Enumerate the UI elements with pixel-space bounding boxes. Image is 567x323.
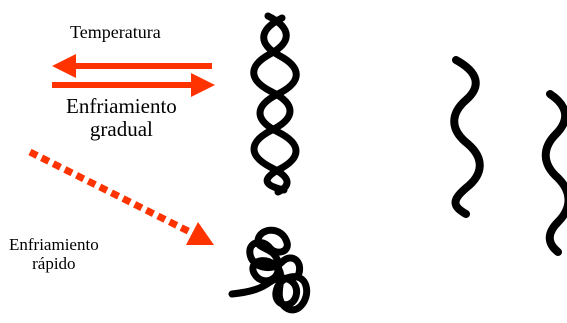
- double-helix-strand: [250, 12, 300, 196]
- slow-cooling-label-line2: gradual: [89, 117, 153, 142]
- temperature-label: Temperatura: [70, 22, 161, 42]
- single-strand-right: [541, 90, 567, 256]
- fast-cooling-arrow: [28, 148, 214, 245]
- slow-cooling-label: Enfriamiento gradual: [66, 94, 177, 142]
- fast-cooling-label-line2: rápido: [32, 253, 76, 273]
- slow-cooling-arrow: [52, 73, 215, 97]
- single-strand-left: [450, 56, 484, 218]
- random-coil-strand: [228, 226, 311, 314]
- fast-cooling-label-line1: Enfriamiento: [9, 235, 99, 254]
- slow-cooling-label-line1: Enfriamiento: [66, 94, 177, 118]
- helix-strand-b: [256, 14, 300, 194]
- heating-arrow: [52, 54, 212, 78]
- fast-cooling-label: Enfriamiento rápido: [9, 235, 99, 273]
